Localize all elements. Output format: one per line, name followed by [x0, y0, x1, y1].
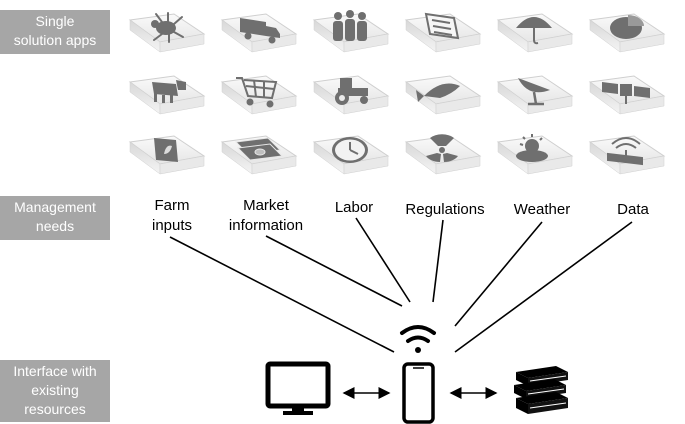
need-labor: Labor	[334, 199, 374, 216]
books-icon	[514, 366, 568, 414]
app-tile-satellite	[588, 75, 666, 115]
umbrella-icon	[516, 17, 552, 45]
router-icon	[607, 137, 643, 166]
line-data	[454, 221, 633, 353]
app-tile-shopping-cart	[220, 75, 298, 115]
app-tile-umbrella	[496, 13, 574, 53]
pie-chart-icon	[610, 15, 644, 39]
line-labor	[355, 217, 411, 303]
satellite-dish-icon	[518, 78, 550, 106]
app-tile-fish	[404, 75, 482, 115]
need-weather: Weather	[513, 201, 571, 218]
fish-icon	[416, 83, 460, 102]
app-tile-tractor	[312, 75, 390, 115]
need-regulations: Regulations	[405, 201, 485, 218]
app-tile-satellite-dish	[496, 75, 574, 115]
app-tile-radiation	[404, 134, 482, 175]
money-icon	[234, 137, 284, 161]
cow-icon	[152, 80, 186, 103]
connector-lines	[169, 217, 633, 353]
need-farm-inputs: Farm inputs	[151, 197, 193, 234]
app-tile-bug	[128, 12, 206, 53]
app-tile-cow	[128, 75, 206, 115]
app-tile-checklist	[404, 12, 482, 53]
label-management-needs: Management needs	[0, 196, 110, 240]
app-tile-money	[220, 135, 298, 175]
app-tile-people	[312, 10, 390, 53]
seed-bag-icon	[154, 138, 178, 162]
wifi-icon	[400, 325, 436, 353]
line-market-information	[265, 235, 403, 307]
smartphone-icon	[402, 362, 435, 424]
checklist-icon	[424, 12, 460, 40]
app-tile-seed-bag	[128, 135, 206, 175]
label-single-solution-apps: Single solution apps	[0, 10, 110, 54]
line-regulations	[432, 219, 444, 303]
line-weather	[454, 221, 543, 327]
people-icon	[333, 10, 367, 41]
truck-icon	[240, 18, 280, 44]
satellite-icon	[602, 82, 650, 104]
app-tile-pie-chart	[588, 13, 666, 53]
clock-icon	[332, 137, 368, 163]
bug-icon	[151, 12, 184, 43]
app-tile-router	[588, 135, 666, 175]
app-tile-clock	[312, 135, 390, 175]
app-tile-sun-cloud	[496, 134, 574, 175]
line-farm-inputs	[169, 236, 395, 353]
radiation-icon	[426, 134, 458, 162]
app-tile-truck	[220, 13, 298, 53]
tractor-icon	[335, 78, 368, 105]
need-data: Data	[617, 201, 649, 218]
sun-cloud-icon	[516, 134, 548, 162]
shopping-cart-icon	[236, 77, 278, 108]
monitor-icon	[265, 361, 331, 415]
need-market-information: Market information	[228, 197, 304, 234]
label-interface-existing-resources: Interface with existing resources	[0, 360, 110, 422]
